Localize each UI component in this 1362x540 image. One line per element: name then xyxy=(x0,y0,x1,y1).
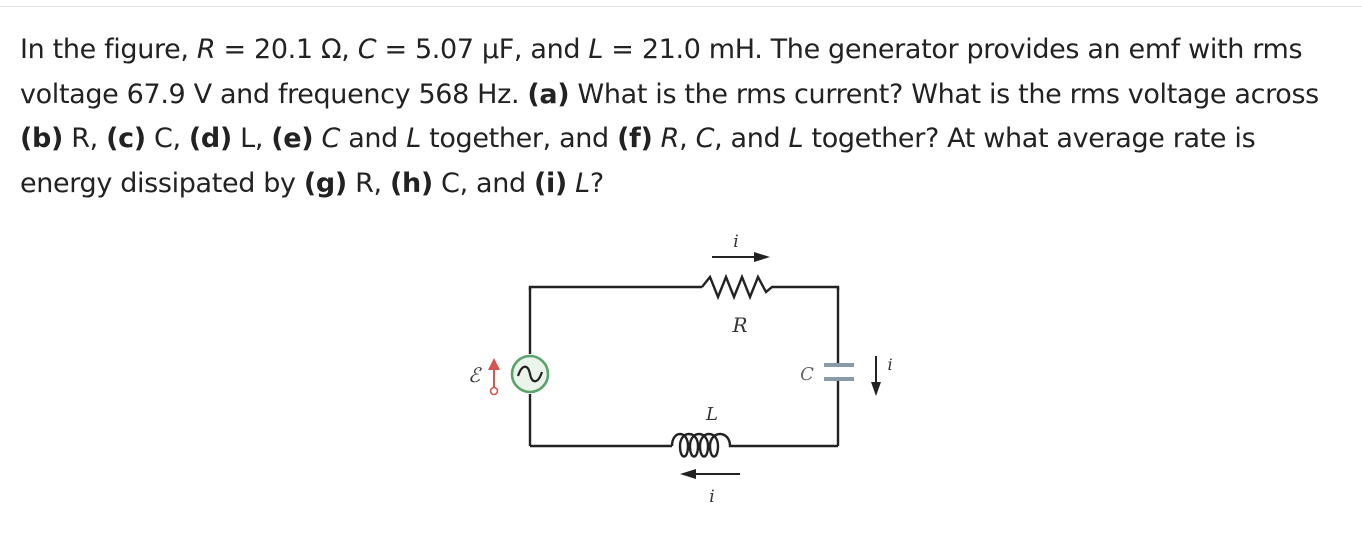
ac-generator-icon xyxy=(510,354,550,394)
q-part-a: (a) xyxy=(527,78,570,110)
current-arrow-bottom xyxy=(680,469,740,479)
q-part-d: (d) xyxy=(188,123,232,154)
q-text-c: C, xyxy=(145,123,189,154)
question-text: In the figure, R = 20.1 Ω, C = 5.07 μF, … xyxy=(20,28,1345,206)
q-text-e-c: C xyxy=(313,123,340,154)
q-part-e: (e) xyxy=(271,123,314,154)
current-label-right: i xyxy=(887,355,892,374)
q-part-i: (i) xyxy=(534,167,567,199)
top-wire xyxy=(528,273,840,301)
q-part-c: (c) xyxy=(106,123,146,154)
q-text-g: R, xyxy=(346,167,390,199)
emf-label: ℰ xyxy=(468,363,482,387)
current-label-top: i xyxy=(733,232,738,252)
q-part-h: (h) xyxy=(389,167,433,199)
q-text-e-l: L xyxy=(406,123,421,154)
q-text-e-and: and xyxy=(339,123,407,154)
q-part-f: (f) xyxy=(617,123,653,154)
q-part-b: (b) xyxy=(20,123,63,154)
q-sym-r: R xyxy=(196,34,216,65)
rlc-circuit-figure: i R ℰ C i L xyxy=(468,232,893,507)
q-text-f-c: C xyxy=(695,123,715,154)
q-text-e-tail: together, and xyxy=(420,123,618,154)
capacitor-label: C xyxy=(800,364,814,385)
current-label-bottom: i xyxy=(709,487,714,507)
current-arrow-top xyxy=(712,252,770,262)
resistor-label: R xyxy=(731,313,747,337)
inductor-icon xyxy=(670,432,738,458)
inductor-label: L xyxy=(705,404,718,425)
q-text-b: R, xyxy=(62,123,107,154)
q-l-value: = 21.0 mH. The generator provides an emf… xyxy=(20,34,1303,110)
q-text-i-l: L xyxy=(566,167,590,199)
q-text-f-sep1: , xyxy=(679,123,696,154)
emf-arrow xyxy=(488,358,500,396)
q-text-f-l: L xyxy=(788,123,804,154)
q-r-value: = 20.1 Ω, xyxy=(215,34,358,65)
q-text-f-sep2: , and xyxy=(714,123,789,154)
q-text-end: ? xyxy=(589,167,604,199)
q-text-d: L, xyxy=(231,123,272,154)
q-intro: In the figure, xyxy=(20,34,189,65)
q-text-h: C, and xyxy=(432,167,535,199)
current-arrow-right xyxy=(871,356,881,396)
q-text-f-r: R xyxy=(652,123,680,154)
q-text-a: What is the rms current? What is the rms… xyxy=(569,78,1320,110)
q-sym-l: L xyxy=(588,34,604,65)
capacitor-icon xyxy=(824,363,854,381)
q-sym-c: C xyxy=(357,34,377,65)
q-text-f-tail: together? At what average rate is energy… xyxy=(20,123,1256,199)
q-part-g: (g) xyxy=(303,167,347,199)
top-divider xyxy=(0,6,1362,7)
q-c-value: = 5.07 μF, and xyxy=(376,34,589,65)
